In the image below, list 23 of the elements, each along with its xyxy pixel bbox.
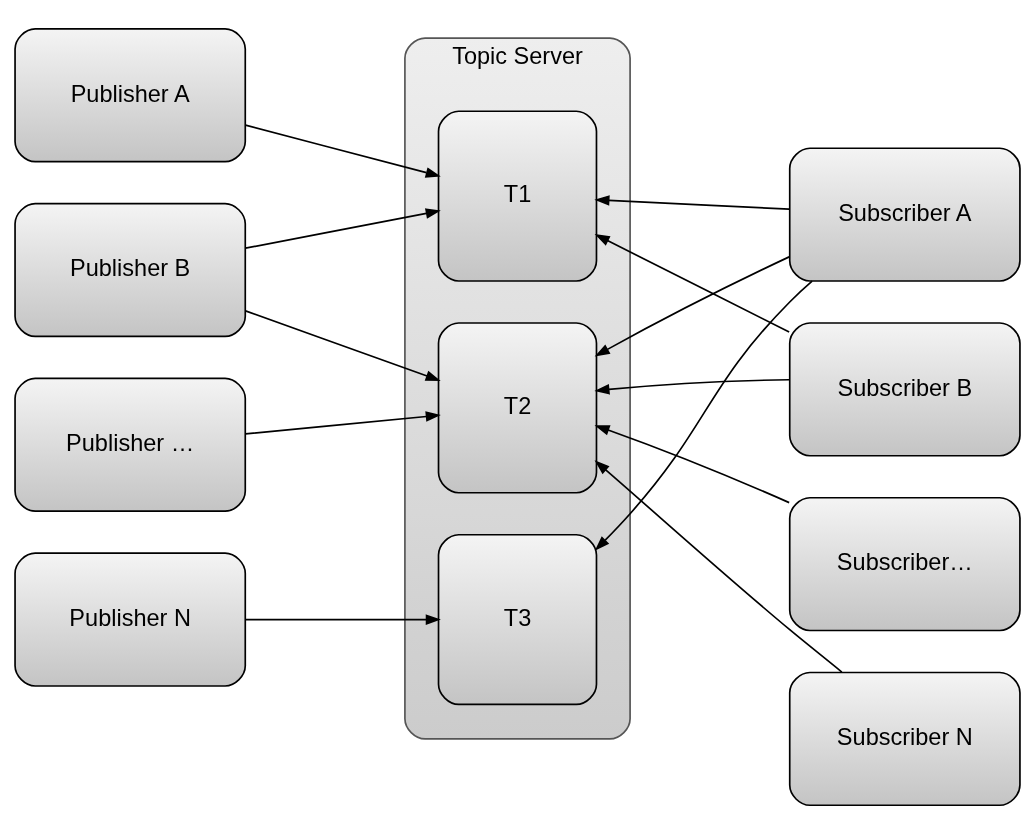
node-box: Publisher A: [14, 27, 247, 162]
node-box: Subscriber N: [788, 671, 1021, 806]
node-box: T3: [437, 533, 598, 705]
node-box: Publisher B: [14, 202, 247, 337]
arrow: [594, 378, 790, 395]
arrow: [594, 255, 790, 356]
node-box: Subscriber A: [788, 146, 1021, 282]
arrow: [594, 459, 843, 673]
arrow: [244, 123, 441, 178]
node-box: Publisher …: [14, 377, 247, 512]
arrow: [244, 207, 441, 249]
arrow: [244, 410, 441, 435]
node-box: T2: [437, 321, 598, 494]
arrow: [244, 309, 441, 381]
arrow: [594, 194, 790, 210]
node-box: T1: [437, 109, 598, 282]
node-box: Publisher N: [14, 551, 247, 687]
arrow: [594, 424, 790, 503]
arrow: [594, 279, 813, 551]
arrow: [594, 233, 790, 333]
node-box: Subscriber B: [788, 321, 1021, 457]
node-box: Subscriber…: [788, 496, 1021, 631]
arrow: [244, 613, 441, 625]
